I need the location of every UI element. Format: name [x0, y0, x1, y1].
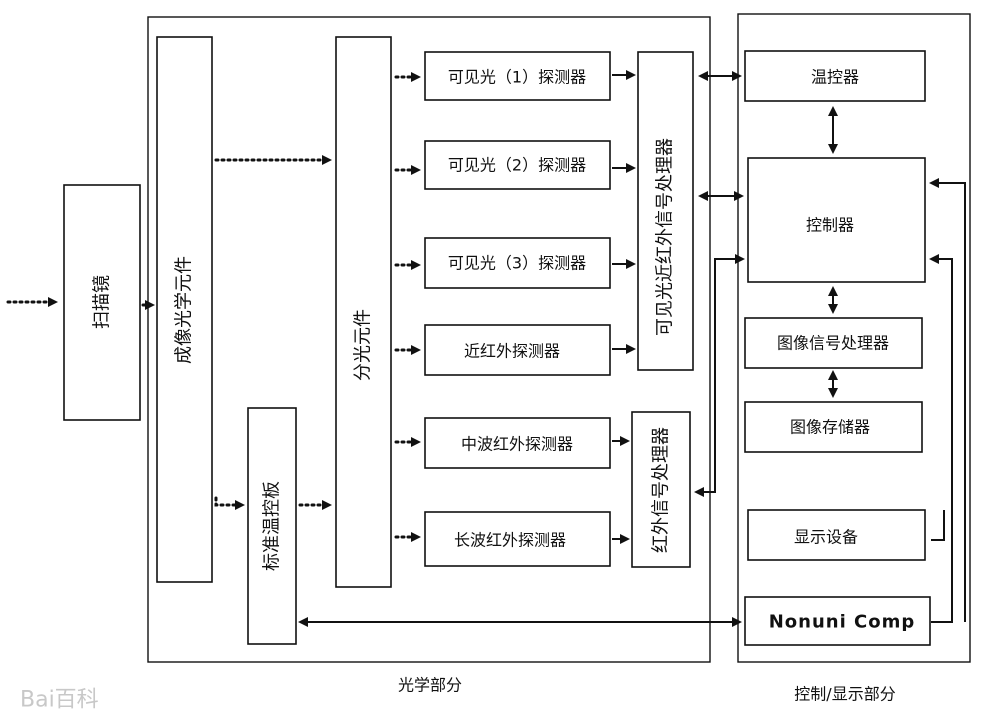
control-section-label: 控制/显示部分	[794, 685, 895, 704]
calibration-plate-label: 标准温控板	[262, 481, 283, 571]
scan-mirror-box	[63, 184, 141, 421]
image-storage-label: 图像存储器	[790, 418, 870, 437]
display-link	[931, 510, 945, 541]
imaging-optics-box	[156, 36, 213, 583]
vis-nir-processor-box	[637, 51, 694, 371]
imaging-optics-label: 成像光学元件	[174, 256, 195, 364]
display-box	[747, 509, 926, 561]
image-storage-box	[744, 401, 923, 453]
temp-controller-box	[744, 50, 926, 102]
detector-vis3-box	[424, 237, 611, 289]
optics-to-calibration-arrow	[214, 496, 245, 510]
detector-mwir-box	[424, 417, 611, 469]
detector-nir-label: 近红外探测器	[464, 342, 560, 361]
ir-processor-label: 红外信号处理器	[651, 427, 672, 553]
detector-lwir-label: 长波红外探测器	[454, 531, 566, 550]
nonuni-to-controller-loop	[929, 178, 966, 622]
display-label: 显示设备	[794, 528, 858, 547]
detector-vis3-label: 可见光（3）探测器	[448, 254, 586, 273]
ir-processor-box	[631, 411, 691, 568]
vis-nir-processor-label: 可见光近红外信号处理器	[655, 138, 676, 336]
detector-nir-box	[424, 324, 611, 376]
controller-label: 控制器	[806, 216, 854, 235]
splitter-label: 分光元件	[353, 309, 374, 381]
scan-mirror-label: 扫描镜	[92, 275, 113, 329]
image-processor-box	[744, 317, 923, 369]
detector-lwir-box	[424, 511, 611, 567]
detector-vis1-label: 可见光（1）探测器	[448, 68, 586, 87]
splitter-box	[335, 36, 392, 588]
nonuni-to-controller-inner-loop	[929, 254, 953, 623]
detector-vis2-label: 可见光（2）探测器	[448, 156, 586, 175]
nonuni-comp-label: Nonuni Comp	[769, 612, 916, 633]
controller-box	[747, 157, 926, 283]
nonuni-comp-box	[744, 596, 931, 646]
calibration-plate-box	[247, 407, 297, 645]
optics-section-label: 光学部分	[398, 676, 462, 695]
baidu-watermark: Bai百科	[20, 688, 99, 713]
detector-vis2-box	[424, 140, 611, 190]
image-processor-label: 图像信号处理器	[777, 334, 889, 353]
detector-vis1-box	[424, 51, 611, 101]
detector-mwir-label: 中波红外探测器	[461, 435, 573, 454]
temp-controller-label: 温控器	[811, 68, 859, 87]
ir-processor-controller-link	[694, 254, 745, 497]
